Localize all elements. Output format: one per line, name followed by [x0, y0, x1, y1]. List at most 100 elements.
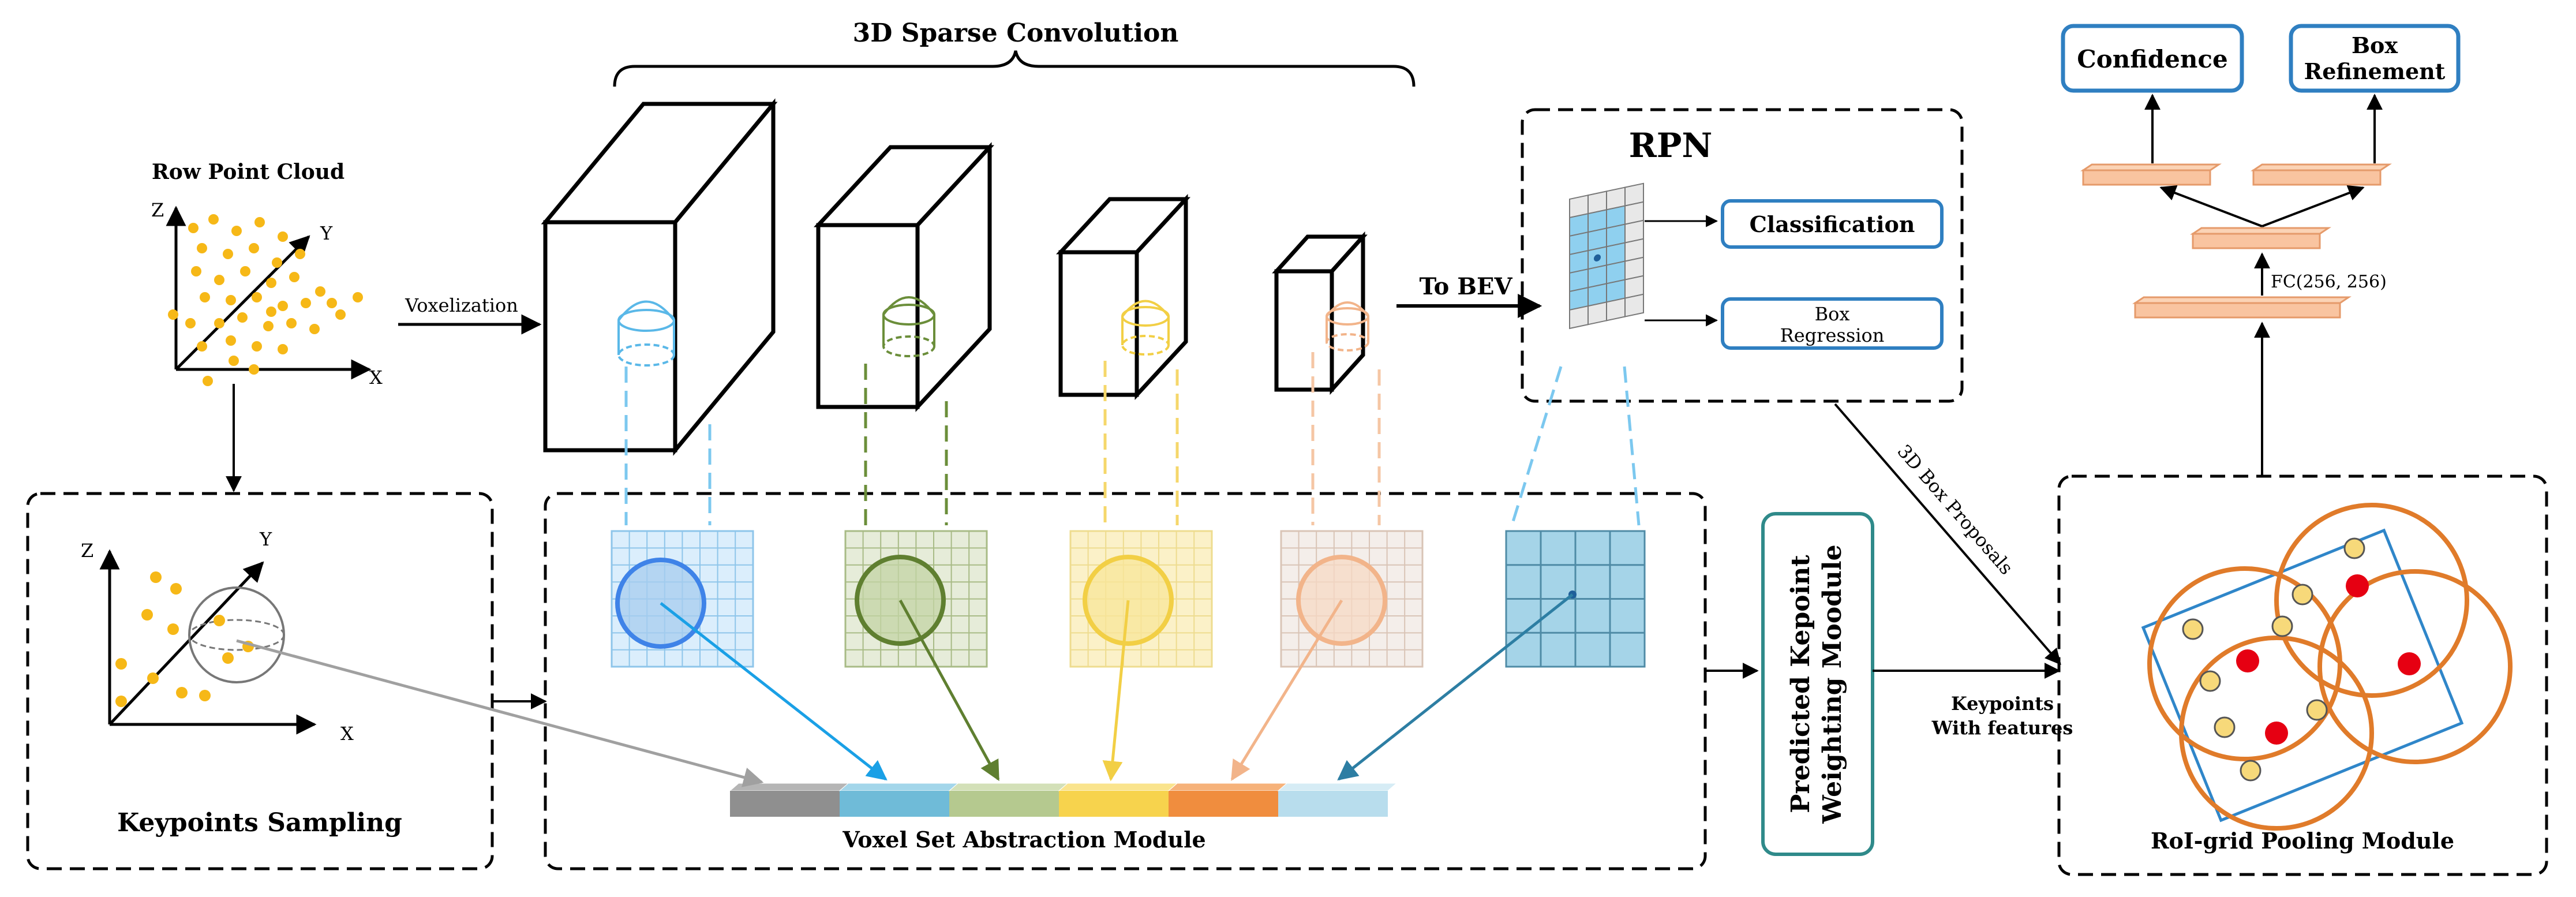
bev-cell	[1606, 297, 1626, 322]
roi-grid-point	[2346, 574, 2369, 597]
keypoints-sampling-module: Z Y X Keypoints Sampling	[26, 492, 494, 870]
point	[309, 324, 320, 334]
bev-center	[1594, 254, 1601, 261]
feature-segment-top	[948, 783, 1069, 791]
point	[266, 278, 276, 288]
box-refinement-box	[2289, 24, 2461, 93]
vsa-module: Voxel Set Abstraction Module	[236, 352, 1707, 870]
confidence-label: Confidence	[2077, 45, 2227, 73]
point	[278, 301, 288, 311]
point	[295, 249, 305, 259]
classification-label: Classification	[1750, 211, 1915, 237]
voxel-grid-4	[1280, 530, 1424, 668]
conv-cube-3	[1056, 194, 1190, 400]
point	[254, 217, 265, 227]
roi-keypoint	[2292, 584, 2313, 606]
point	[249, 364, 259, 375]
point	[185, 318, 196, 328]
point	[168, 309, 178, 320]
feature-concat-bar	[729, 783, 1398, 817]
point	[223, 249, 233, 259]
fc-layer-confidence	[2080, 163, 2222, 186]
feature-segment-top	[1167, 783, 1288, 791]
point	[237, 312, 248, 323]
point	[315, 286, 325, 297]
row-point-cloud: Row Point Cloud Z Y X	[151, 160, 383, 388]
roi-keypoint	[2271, 615, 2293, 637]
point	[240, 266, 250, 276]
keypoint	[176, 687, 188, 698]
point	[278, 344, 288, 354]
point	[301, 298, 311, 308]
roi-keypoint	[2214, 716, 2236, 738]
ks-axis-y-label: Y	[259, 528, 272, 550]
pkw-label-1: Predicted Kepoint	[1786, 555, 1815, 813]
sparse-conv-title: 3D Sparse Convolution	[853, 18, 1179, 48]
roi-keypoint	[2199, 670, 2221, 692]
point	[289, 272, 299, 282]
feature-segment-top	[729, 783, 849, 791]
bev-cell	[1569, 305, 1589, 330]
to-bev-label: To BEV	[1419, 273, 1512, 300]
voxel-grid-1	[611, 530, 754, 668]
point	[229, 356, 239, 366]
point	[249, 243, 259, 253]
point	[286, 318, 297, 328]
feature-segment	[949, 791, 1059, 817]
keypoint	[199, 690, 211, 701]
point	[191, 266, 201, 276]
receptive-field-cylinder-yellow	[1121, 300, 1170, 356]
voxel-grid-2	[844, 530, 988, 668]
conv-cube-1	[541, 98, 778, 456]
bev-grid	[1569, 182, 1644, 330]
roi-grid-point	[2398, 652, 2421, 675]
row-point-cloud-title: Row Point Cloud	[152, 160, 345, 184]
conv-cube-4	[1272, 231, 1369, 395]
roi-pooling-title: RoI-grid Pooling Module	[2151, 828, 2454, 854]
confidence-box	[2061, 24, 2244, 93]
ks-axis-x-label: X	[340, 723, 354, 745]
point	[266, 307, 276, 317]
classification-box	[1721, 199, 1944, 249]
sparse-conv-brace	[613, 50, 1416, 87]
point	[226, 335, 236, 346]
sampling-sphere	[188, 586, 285, 683]
axis-y-label: Y	[320, 222, 333, 244]
voxel-grids	[611, 530, 1646, 668]
point	[252, 292, 262, 302]
point	[200, 292, 210, 302]
conv-cube-2	[813, 142, 995, 412]
keypoints-features-label-2: With features	[1931, 717, 2073, 739]
box-refinement-label-2: Refinement	[2304, 58, 2446, 84]
bev-cell	[1624, 293, 1644, 317]
fc-label: FC(256, 256)	[2271, 272, 2387, 292]
point	[197, 243, 207, 253]
box-regression-box	[1721, 297, 1944, 350]
roi-grid-points	[2182, 537, 2421, 782]
keypoint	[167, 623, 179, 635]
box-proposals-label: 3D Box Proposals	[1893, 440, 2017, 579]
vsa-title: Voxel Set Abstraction Module	[842, 827, 1205, 853]
axis-x-label: X	[369, 367, 383, 388]
roi-keypoint	[2343, 537, 2365, 559]
keypoint	[115, 658, 127, 670]
point	[214, 318, 224, 328]
rpn-title: RPN	[1629, 126, 1713, 165]
keypoint	[150, 571, 162, 583]
keypoint	[214, 615, 225, 626]
feature-segment	[1278, 791, 1388, 817]
point	[327, 298, 337, 308]
roi-grid-point	[2265, 722, 2288, 745]
point	[252, 341, 262, 352]
keypoint	[147, 672, 159, 684]
point	[278, 231, 288, 242]
voxel-grid-bev	[1505, 530, 1646, 668]
point	[226, 295, 236, 305]
fc-layer-refinement	[2251, 163, 2392, 186]
box-proposals-arrow	[1834, 403, 2061, 666]
voxel-grid-3	[1069, 530, 1213, 668]
keypoint	[222, 652, 234, 664]
roi-grid-point	[2236, 649, 2259, 672]
point	[231, 226, 242, 236]
